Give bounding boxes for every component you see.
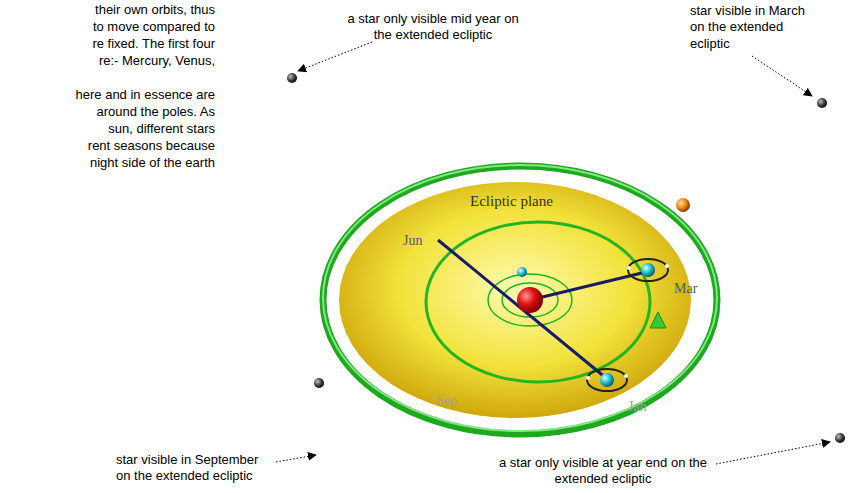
callout-text: a star only visible at year end on the e… [492, 455, 714, 488]
month-label: Jun [403, 232, 422, 250]
star [817, 98, 827, 108]
callout-text: a star only visible mid year on the exte… [342, 11, 524, 44]
leader-line [752, 56, 812, 96]
moon [627, 266, 631, 270]
moon-orbit [628, 259, 668, 281]
star [835, 433, 845, 443]
axis-line [530, 272, 646, 300]
sun [517, 287, 543, 313]
moon [586, 376, 590, 380]
axis-line [438, 240, 606, 378]
plane-label: Ecliptic plane [470, 192, 553, 211]
planet [676, 198, 690, 212]
callout-text: star visible in March on the extended ec… [690, 3, 822, 52]
body-text: night side of the earth [90, 155, 215, 171]
month-label: Sep [436, 392, 457, 410]
outer-ring [323, 166, 717, 434]
body-text: sun, different stars [108, 121, 215, 137]
leader-line [716, 442, 830, 464]
earth-orbit [426, 222, 650, 382]
earth [600, 373, 614, 387]
body-text: their own orbits, thus [95, 2, 215, 18]
star [287, 73, 297, 83]
inner-orbit [488, 274, 572, 326]
body-text: around the poles. As [96, 104, 215, 120]
moon [624, 374, 628, 378]
planet [517, 267, 527, 277]
month-label: Mar [674, 280, 697, 298]
body-text: here and in essence are [76, 87, 215, 103]
moon [665, 264, 669, 268]
month-label: Jan [628, 398, 647, 416]
ecliptic-disk [339, 182, 691, 418]
body-text: re:- Mercury, Venus, [99, 53, 215, 69]
body-text: re fixed. The first four [92, 36, 215, 52]
moon-orbit [587, 369, 627, 391]
earth [641, 263, 655, 277]
leader-line [298, 42, 372, 71]
star [314, 378, 324, 388]
body-text: rent seasons because [88, 138, 215, 154]
direction-arrow [650, 312, 666, 328]
body-text: to move compared to [93, 19, 215, 35]
callout-text: star visible in September on the extende… [116, 452, 276, 485]
leader-line [276, 455, 316, 462]
outer-ring-highlight [323, 165, 717, 431]
